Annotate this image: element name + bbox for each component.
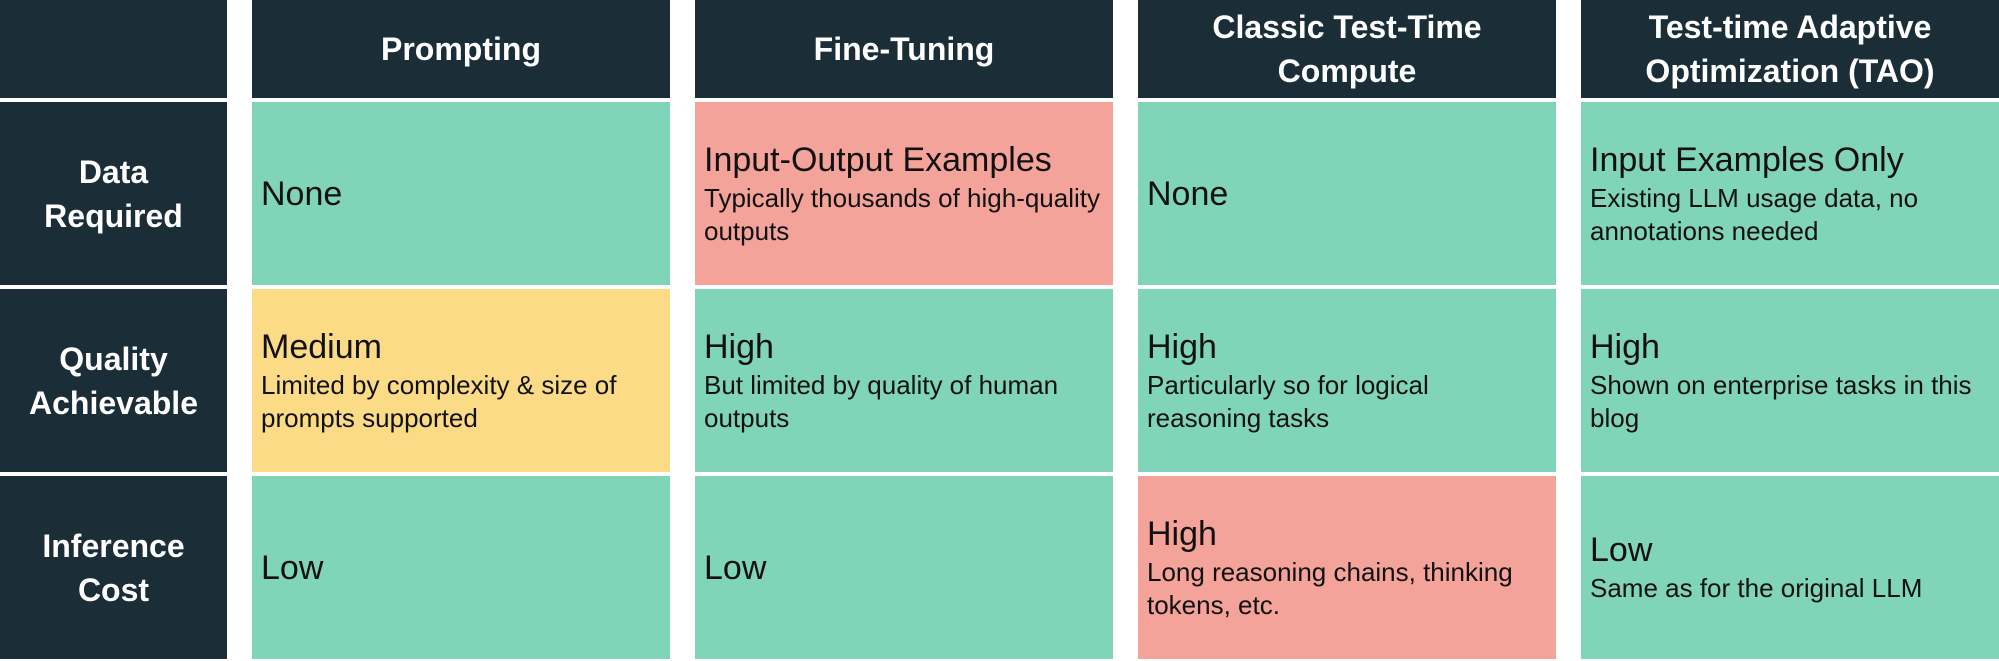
cell-sub-text: Same as for the original LLM — [1590, 573, 1923, 603]
cell-main-text: Low — [1590, 531, 1653, 569]
table-cell: Low Same as for the original LLM — [1581, 476, 1999, 659]
cell-sub-text: Existing LLM usage data, no annotations … — [1590, 182, 1919, 246]
table-cell: Input-Output Examples Typically thousand… — [695, 102, 1113, 285]
cell-sub-text: Long reasoning chains, thinking tokens, … — [1147, 556, 1513, 620]
table-cell: Input Examples Only Existing LLM usage d… — [1581, 102, 1999, 285]
cell-main-text: None — [1147, 174, 1229, 213]
table-cell: High Long reasoning chains, thinking tok… — [1138, 476, 1556, 659]
column-header-fine-tuning: Fine-Tuning — [695, 0, 1113, 98]
row-header-inference-cost: Inference Cost — [0, 476, 227, 659]
table-cell: High Shown on enterprise tasks in this b… — [1581, 289, 1999, 472]
cell-sub-text: Shown on enterprise tasks in this blog — [1590, 369, 1972, 433]
column-header-prompting: Prompting — [252, 0, 670, 98]
table-cell: None — [252, 102, 670, 285]
table-cell: Medium Limited by complexity & size of p… — [252, 289, 670, 472]
table-cell: Low — [252, 476, 670, 659]
row-header-data-required: Data Required — [0, 102, 227, 285]
table-cell: High Particularly so for logical reasoni… — [1138, 289, 1556, 472]
cell-main-text: Low — [261, 548, 324, 587]
cell-main-text: Input Examples Only — [1590, 140, 1904, 179]
cell-main-text: Medium — [261, 327, 382, 366]
cell-sub-text: But limited by quality of human outputs — [704, 369, 1059, 433]
row-header-quality-achievable: Quality Achievable — [0, 289, 227, 472]
cell-main-text: None — [261, 174, 343, 213]
cell-main-text: High — [1590, 327, 1660, 366]
cell-sub-text: Typically thousands of high-quality outp… — [704, 182, 1101, 246]
cell-main-text: High — [1147, 514, 1217, 553]
cell-main-text: Low — [704, 548, 767, 587]
column-header-tao: Test-time Adaptive Optimization (TAO) — [1581, 0, 1999, 98]
cell-sub-text: Particularly so for logical reasoning ta… — [1147, 369, 1429, 433]
column-header-classic-test-time-compute: Classic Test-Time Compute — [1138, 0, 1556, 98]
cell-main-text: Input-Output Examples — [704, 140, 1052, 179]
cell-main-text: High — [1147, 327, 1217, 366]
cell-sub-text: Limited by complexity & size of prompts … — [261, 369, 617, 433]
cell-main-text: High — [704, 327, 774, 366]
table-cell: Low — [695, 476, 1113, 659]
table-cell: High But limited by quality of human out… — [695, 289, 1113, 472]
table-cell: None — [1138, 102, 1556, 285]
table-corner — [0, 0, 227, 98]
